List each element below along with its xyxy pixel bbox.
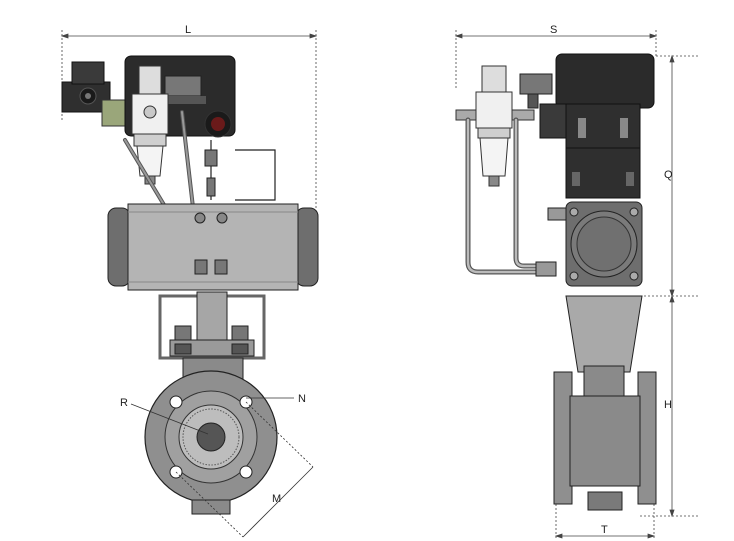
yoke xyxy=(158,291,266,360)
valve-body-side xyxy=(553,295,657,511)
tubing-side xyxy=(465,117,543,275)
positioner-side xyxy=(539,53,655,199)
limit-switch-box xyxy=(61,61,129,127)
wire-conduit xyxy=(210,140,276,201)
dimension-R xyxy=(130,403,209,435)
label-S: S xyxy=(550,24,557,36)
actuator xyxy=(107,203,319,291)
label-M: M xyxy=(272,493,281,505)
dimension-T xyxy=(554,504,656,540)
label-R: R xyxy=(120,397,128,409)
label-T: T xyxy=(601,524,608,536)
dimension-L xyxy=(60,30,318,215)
dimension-M xyxy=(175,401,314,538)
valve-body-front xyxy=(144,357,278,515)
filter-regulator xyxy=(131,65,169,185)
label-N: N xyxy=(298,393,306,405)
filter-regulator-side xyxy=(455,65,535,187)
label-Q: Q xyxy=(664,169,673,181)
dimension-S xyxy=(454,30,658,90)
side-view: S Q H T xyxy=(454,24,700,540)
label-H: H xyxy=(664,399,672,411)
front-view: L xyxy=(60,24,319,538)
actuator-side xyxy=(535,201,643,287)
label-L: L xyxy=(185,24,191,36)
dimension-Q-H xyxy=(640,54,700,518)
